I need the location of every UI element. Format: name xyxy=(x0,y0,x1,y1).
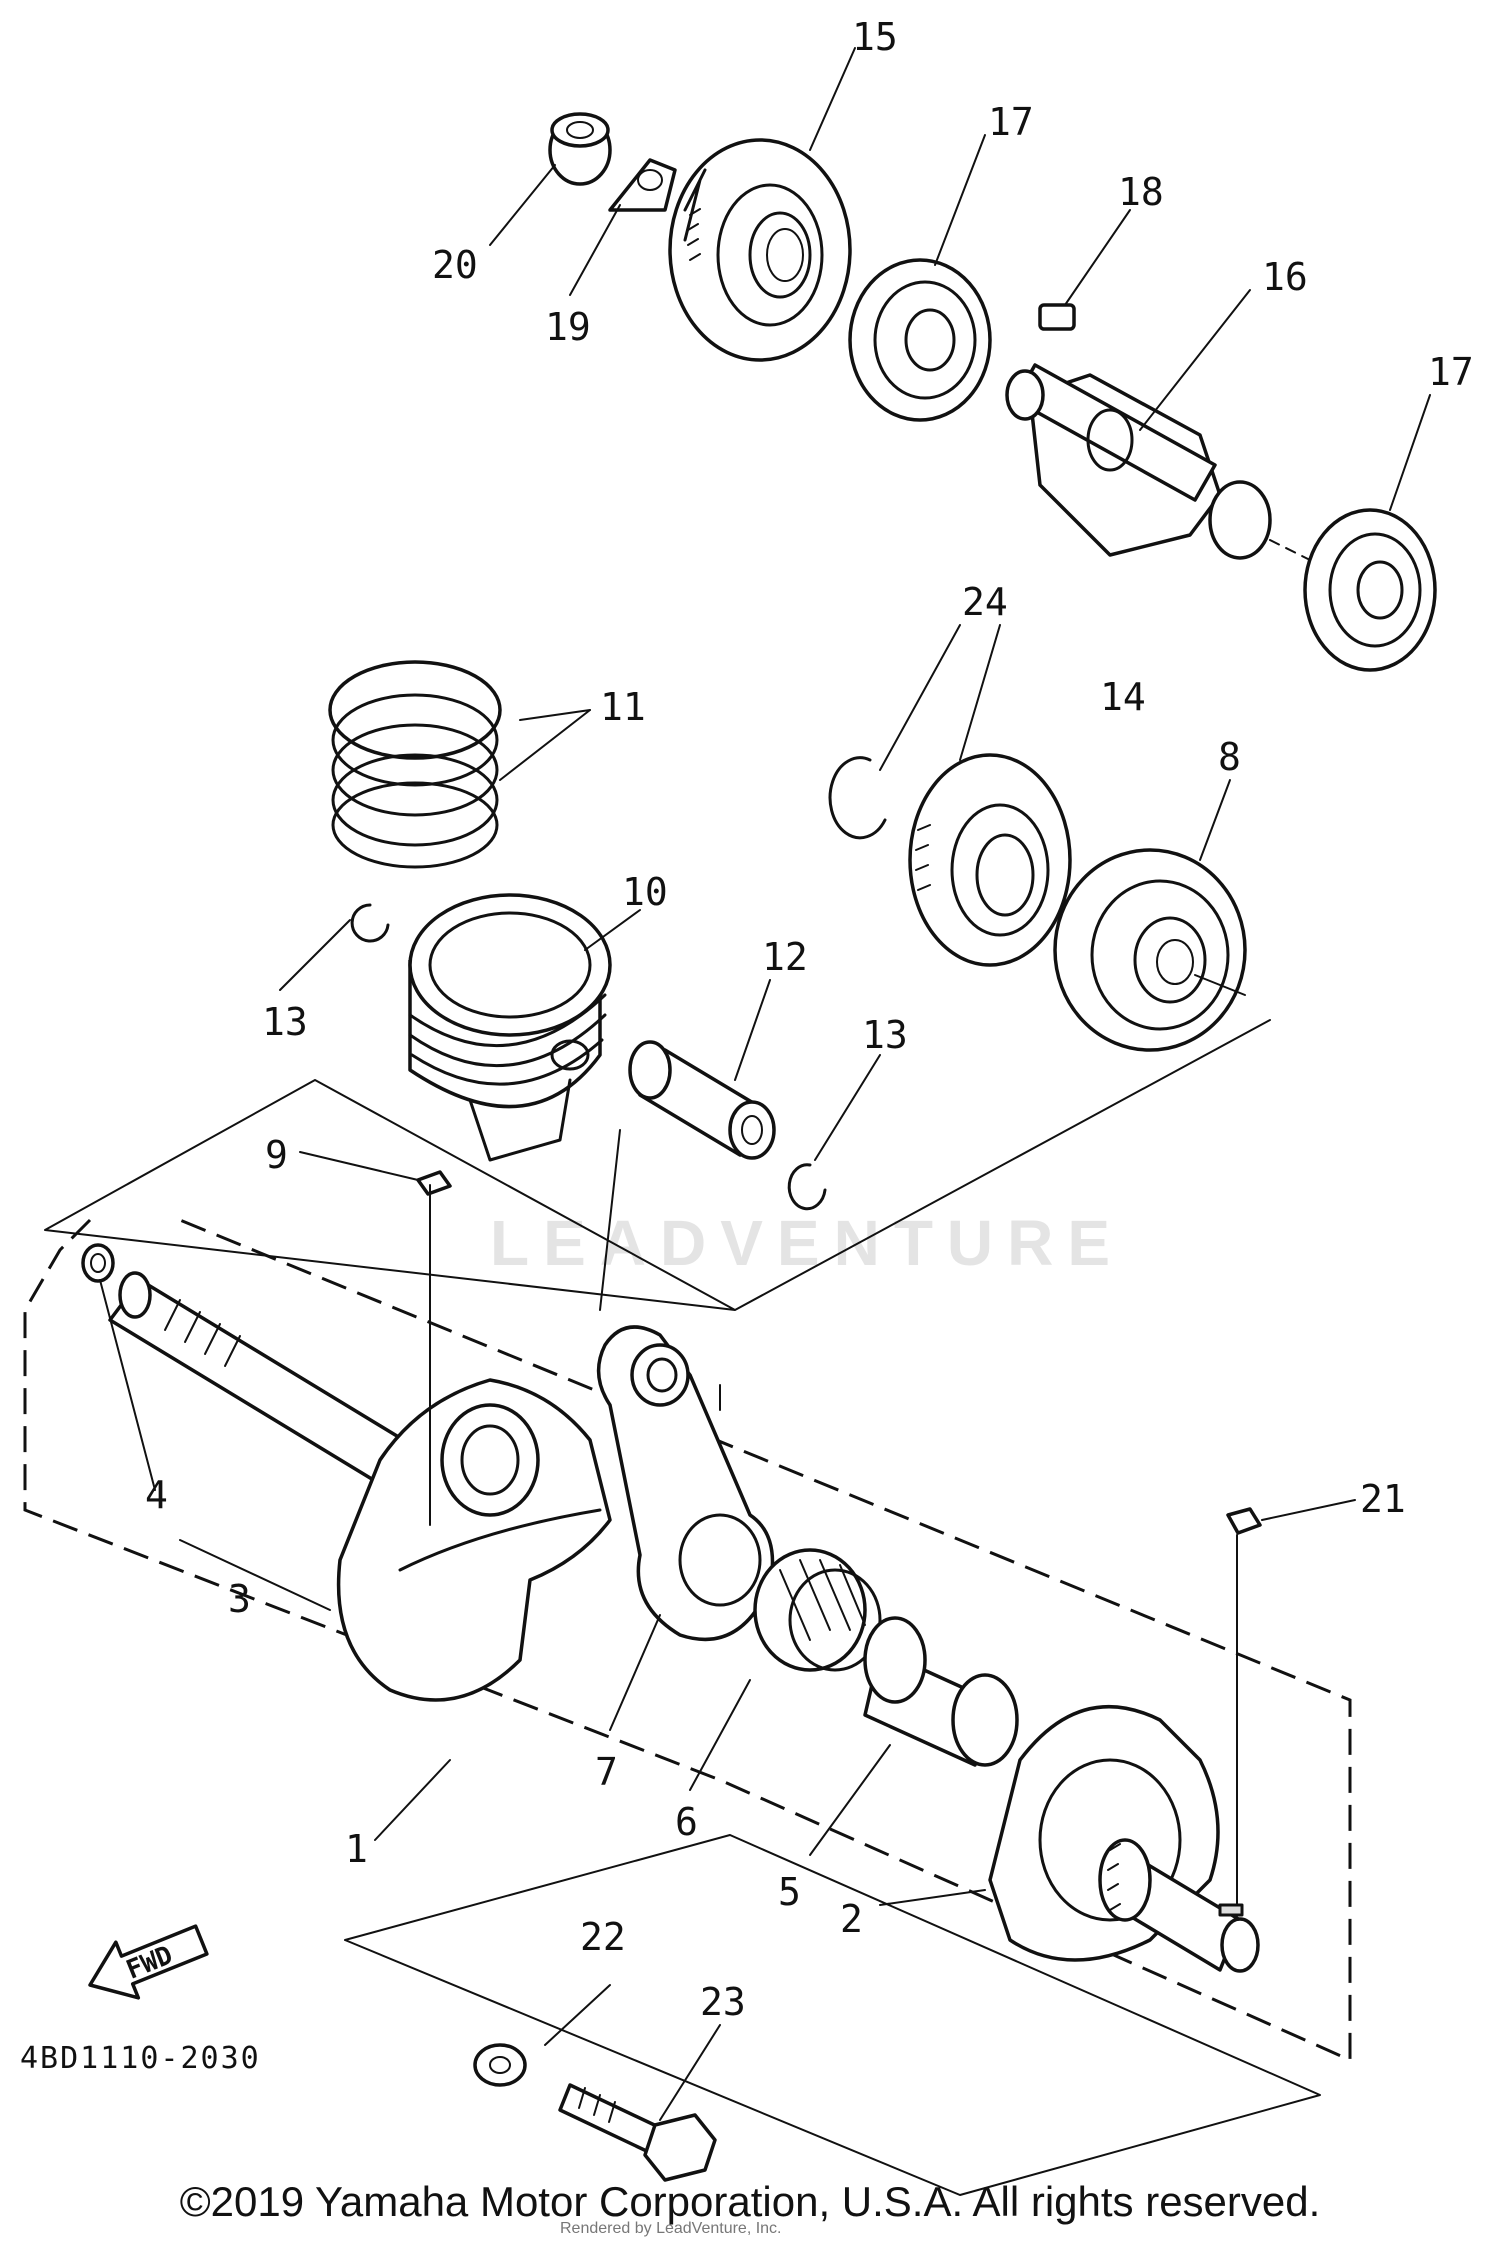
connecting-rod-7 xyxy=(596,1325,775,1642)
callout-2: 2 xyxy=(840,1897,863,1941)
lock-washer-19 xyxy=(608,158,677,212)
callout-17-right: 17 xyxy=(1428,350,1474,394)
callout-24: 24 xyxy=(962,580,1008,624)
key-21 xyxy=(1226,1507,1262,1535)
callout-8: 8 xyxy=(1218,735,1241,779)
circlip-24 xyxy=(828,756,887,840)
piston-rings-11 xyxy=(328,660,502,869)
copyright-notice: ©2019 Yamaha Motor Corporation, U.S.A. A… xyxy=(179,2178,1321,2225)
watermark: LEADVENTURE xyxy=(490,1207,1124,1279)
balancer-gear-14 xyxy=(908,753,1072,967)
crank-right-2 xyxy=(988,1704,1260,1973)
bearing-17-right xyxy=(1303,508,1437,672)
callout-18: 18 xyxy=(1118,170,1164,214)
bolt-23 xyxy=(558,2083,717,2182)
callout-10: 10 xyxy=(622,870,668,914)
callout-14: 14 xyxy=(1100,675,1146,719)
callout-7: 7 xyxy=(595,1750,618,1794)
balancer-shaft-16 xyxy=(1005,363,1272,560)
key-9 xyxy=(416,1170,452,1196)
crank-left-3 xyxy=(108,1271,612,1702)
fwd-arrow: FWD xyxy=(88,1924,209,2000)
balancer-gear-15 xyxy=(668,138,852,362)
callout-13-left: 13 xyxy=(262,1000,308,1044)
washer-22 xyxy=(473,2043,527,2087)
key-18 xyxy=(1038,303,1076,331)
crank-pin-5 xyxy=(863,1616,1019,1767)
bearing-17-upper xyxy=(848,258,992,422)
callout-17-upper: 17 xyxy=(988,100,1034,144)
callout-11: 11 xyxy=(600,685,646,729)
callout-3: 3 xyxy=(228,1577,251,1621)
callout-1: 1 xyxy=(345,1827,368,1871)
circlip-13-left xyxy=(350,903,390,943)
callout-15: 15 xyxy=(852,15,898,59)
callout-21: 21 xyxy=(1360,1477,1406,1521)
callout-13-right: 13 xyxy=(862,1013,908,1057)
callout-23: 23 xyxy=(700,1980,746,2024)
callout-9: 9 xyxy=(265,1133,288,1177)
piston-10 xyxy=(408,893,612,1162)
bearing-8 xyxy=(1053,848,1247,1052)
nut-20 xyxy=(548,112,612,186)
piston-pin-12 xyxy=(628,1040,776,1160)
callout-5: 5 xyxy=(778,1870,801,1914)
callout-6: 6 xyxy=(675,1800,698,1844)
callout-19: 19 xyxy=(545,305,591,349)
callout-22: 22 xyxy=(580,1915,626,1959)
needle-bearing-6 xyxy=(753,1548,882,1672)
rendered-by-notice: Rendered by LeadVenture, Inc. xyxy=(560,2220,782,2237)
callout-16: 16 xyxy=(1262,255,1308,299)
circlip-13-right xyxy=(787,1163,827,1211)
plug-4 xyxy=(81,1243,115,1283)
callout-4: 4 xyxy=(145,1473,168,1517)
diagram-code: 4BD1110-2030 xyxy=(20,2041,261,2076)
callout-12: 12 xyxy=(762,935,808,979)
callout-20: 20 xyxy=(432,243,478,287)
